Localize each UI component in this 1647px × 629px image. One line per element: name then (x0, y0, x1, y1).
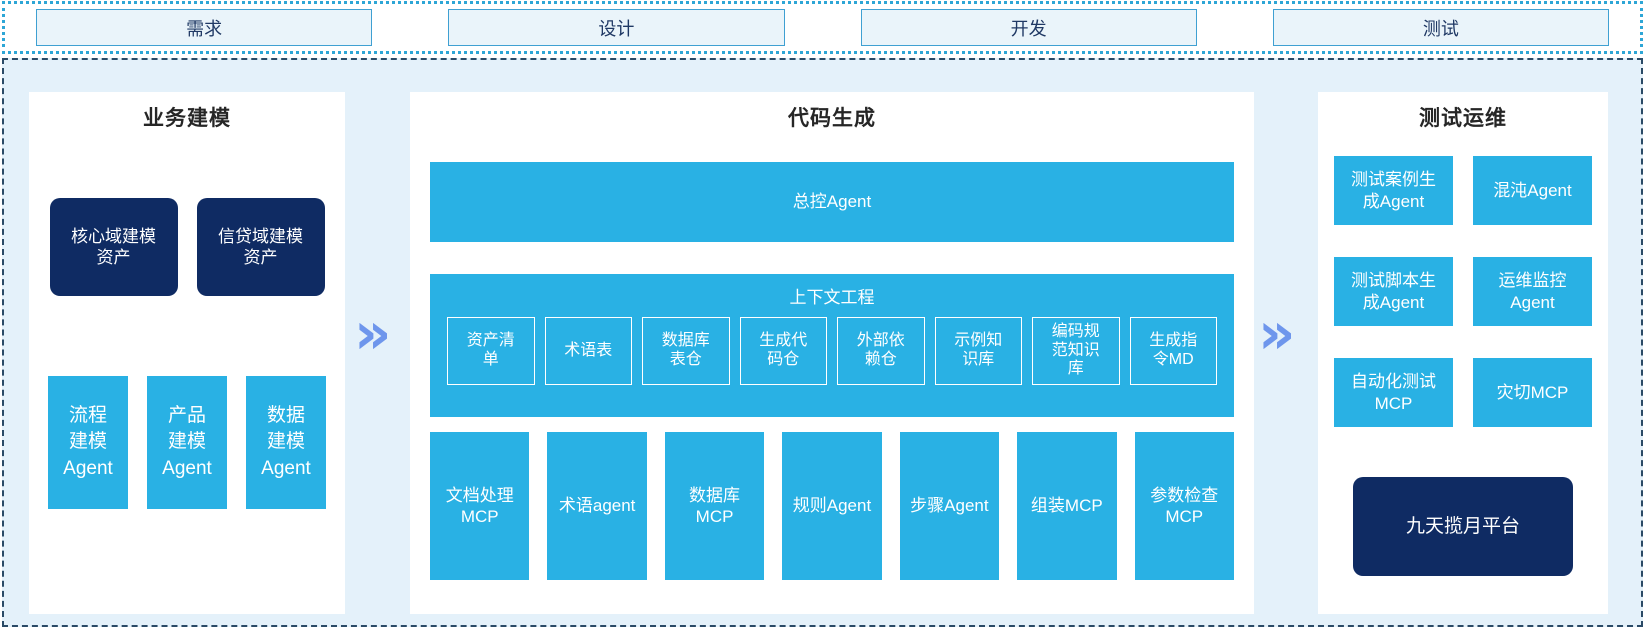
test-ops-grid: 测试案例生 成Agent 混沌Agent 测试脚本生 成Agent 运维监控 A… (1318, 156, 1608, 427)
panel-test-ops: 测试运维 测试案例生 成Agent 混沌Agent 测试脚本生 成Agent 运… (1318, 92, 1608, 614)
credit-domain-modeling-asset-box: 信贷域建模 资产 (196, 198, 325, 296)
context-engineering-row: 资产清 单 术语表 数据库 表仓 生成代 码仓 外部依 赖仓 示例知 识库 编码… (447, 317, 1217, 385)
phase-box-testing: 测试 (1272, 9, 1609, 46)
disaster-switch-mcp-box: 灾切MCP (1473, 358, 1592, 427)
generation-instruction-md-box: 生成指 令MD (1129, 317, 1217, 385)
ops-monitoring-agent-box: 运维监控 Agent (1473, 257, 1592, 326)
external-dependency-repo-box: 外部依 赖仓 (837, 317, 925, 385)
assembly-mcp-box: 组装MCP (1017, 432, 1117, 580)
glossary-box: 术语表 (544, 317, 632, 385)
panel-code-generation: 代码生成 总控Agent 上下文工程 资产清 单 术语表 数据库 表仓 生成代 … (410, 92, 1254, 614)
context-engineering-panel: 上下文工程 资产清 单 术语表 数据库 表仓 生成代 码仓 外部依 赖仓 示例知… (430, 274, 1234, 417)
modeling-agent-row: 流程 建模 Agent 产品 建模 Agent 数据 建模 Agent (29, 376, 345, 509)
asset-list-box: 资产清 单 (447, 317, 535, 385)
automated-testing-mcp-box: 自动化测试 MCP (1334, 358, 1453, 427)
phase-box-design: 设计 (448, 9, 785, 46)
terminology-agent-box: 术语agent (547, 432, 647, 580)
test-case-generation-agent-box: 测试案例生 成Agent (1334, 156, 1453, 225)
document-processing-mcp-box: 文档处理 MCP (430, 432, 530, 580)
context-engineering-title: 上下文工程 (789, 288, 875, 307)
phase-box-requirements: 需求 (36, 9, 373, 46)
chaos-agent-box: 混沌Agent (1473, 156, 1592, 225)
database-mcp-box: 数据库 MCP (664, 432, 765, 580)
phase-box-development: 开发 (860, 9, 1197, 46)
panel-business-modeling: 业务建模 核心域建模 资产 信贷域建模 资产 流程 建模 Agent 产品 建模… (29, 92, 345, 614)
generated-code-repo-box: 生成代 码仓 (739, 317, 827, 385)
code-generation-tools-row: 文档处理 MCP 术语agent 数据库 MCP 规则Agent 步骤Agent… (430, 432, 1234, 580)
database-table-repo-box: 数据库 表仓 (642, 317, 730, 385)
phase-strip: 需求 设计 开发 测试 (2, 1, 1643, 54)
product-modeling-agent-box: 产品 建模 Agent (147, 376, 227, 509)
jiutian-lanyue-platform-box: 九天揽月平台 (1353, 477, 1573, 576)
business-modeling-title: 业务建模 (143, 107, 231, 130)
core-domain-modeling-asset-box: 核心域建模 资产 (49, 198, 178, 296)
example-knowledge-base-box: 示例知 识库 (934, 317, 1022, 385)
test-ops-title: 测试运维 (1419, 107, 1507, 130)
test-script-generation-agent-box: 测试脚本生 成Agent (1334, 257, 1453, 326)
master-control-agent-bar: 总控Agent (430, 162, 1234, 242)
code-generation-title: 代码生成 (788, 107, 876, 130)
modeling-asset-row: 核心域建模 资产 信贷域建模 资产 (29, 198, 345, 296)
parameter-check-mcp-box: 参数检查 MCP (1134, 432, 1234, 580)
main-container: 业务建模 核心域建模 资产 信贷域建模 资产 流程 建模 Agent 产品 建模… (2, 58, 1643, 627)
coding-standard-knowledge-base-box: 编码规 范知识 库 (1032, 317, 1120, 385)
chevron-right-icon: » (1258, 299, 1296, 367)
process-modeling-agent-box: 流程 建模 Agent (48, 376, 128, 509)
step-agent-box: 步骤Agent (899, 432, 1000, 580)
rule-agent-box: 规则Agent (782, 432, 882, 580)
chevron-right-icon: » (354, 299, 392, 367)
data-modeling-agent-box: 数据 建模 Agent (246, 376, 326, 509)
